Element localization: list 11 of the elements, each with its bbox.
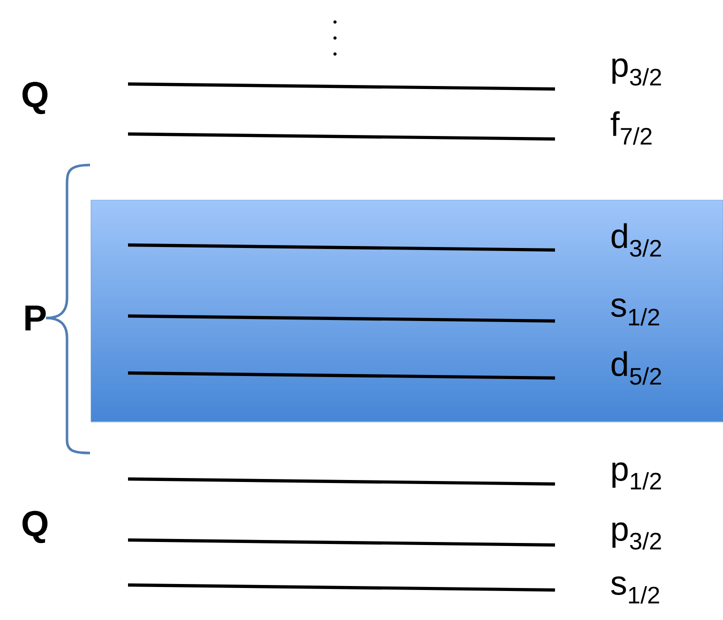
level-label: p$_{1/2}$ (612, 462, 661, 490)
level-label: s$_{1/2}$ (611, 576, 660, 604)
level-label: p$_{3/2}$ (612, 522, 661, 550)
level-label: f$_{7/2}$ (610, 111, 652, 145)
level-label: d$_{5/2}$ (612, 351, 661, 385)
space-label: Q (22, 510, 48, 544)
level-label: p$_{3/2}$ (612, 58, 661, 86)
space-label: P (25, 306, 46, 330)
space-label: Q (22, 82, 48, 114)
level-label: s$_{1/2}$ (611, 298, 660, 326)
level-label: d$_{3/2}$ (612, 223, 661, 257)
